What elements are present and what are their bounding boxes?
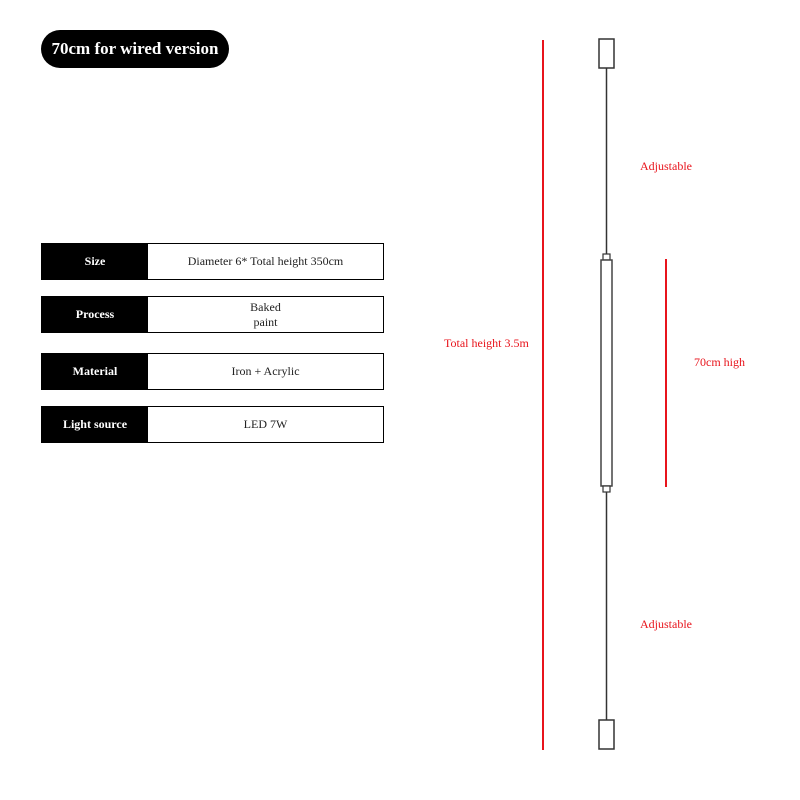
spec-row-material: Material Iron + Acrylic [41, 353, 384, 390]
bottom-connector [602, 485, 611, 493]
top-canopy [598, 38, 615, 69]
spec-row-size: Size Diameter 6* Total height 350cm [41, 243, 384, 280]
spec-row-process: Process Baked paint [41, 296, 384, 333]
spec-value: Iron + Acrylic [231, 364, 300, 379]
adjustable-top-label: Adjustable [640, 159, 692, 173]
adjustable-bottom-label: Adjustable [640, 617, 692, 631]
spec-label: Material [42, 354, 148, 389]
version-title-badge: 70cm for wired version [41, 30, 229, 68]
total-height-label: Total height 3.5m [444, 336, 529, 350]
top-connector [602, 253, 611, 261]
spec-label: Size [42, 244, 148, 279]
spec-row-light-source: Light source LED 7W [41, 406, 384, 443]
lamp-height-label: 70cm high [694, 355, 745, 369]
spec-value: LED 7W [243, 417, 288, 432]
spec-value: Baked paint [250, 300, 281, 329]
lamp-tube [600, 259, 613, 487]
spec-value: Diameter 6* Total height 350cm [187, 254, 344, 269]
spec-label: Process [42, 297, 148, 332]
bottom-canopy [598, 719, 615, 750]
spec-label: Light source [42, 407, 148, 442]
